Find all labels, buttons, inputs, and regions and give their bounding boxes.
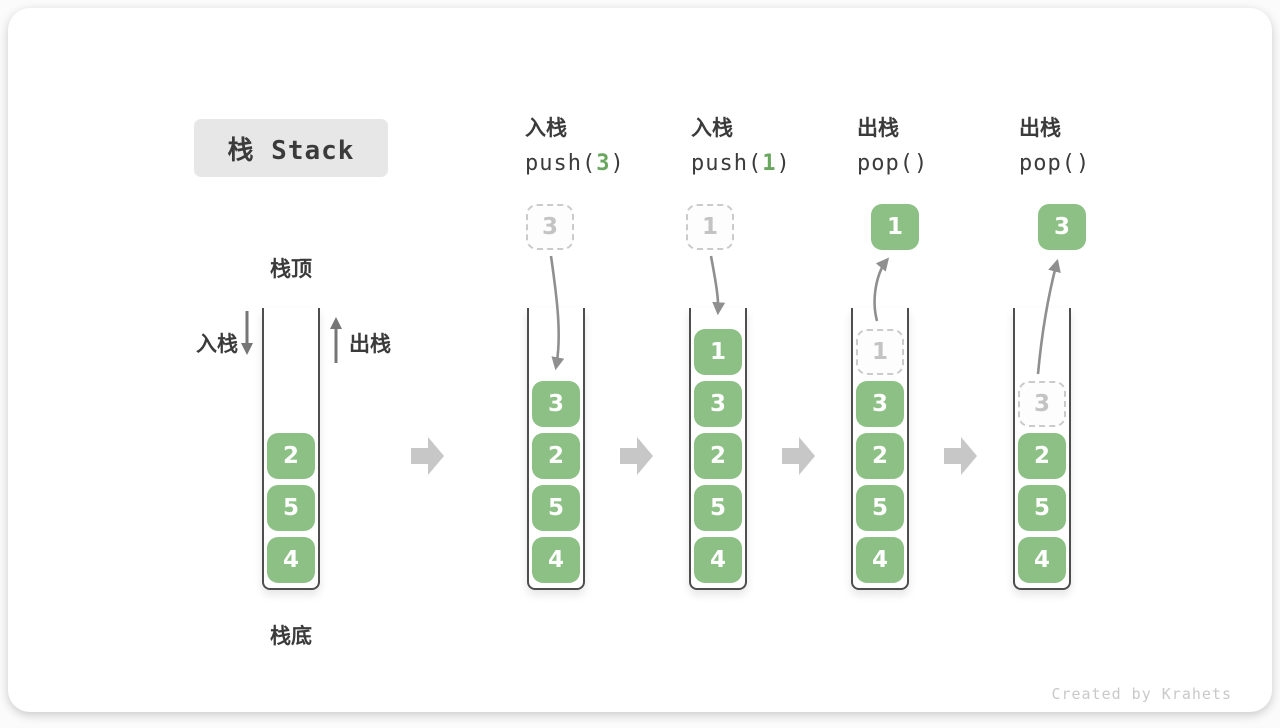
stack-cell: 3	[856, 381, 904, 427]
stack-cell: 3	[694, 381, 742, 427]
stack-cell: 5	[267, 485, 315, 531]
stack-cell: 2	[532, 433, 580, 479]
op-code-label: pop()	[857, 150, 1017, 178]
stack-container-after-push-1: 1 3 2 5 4	[689, 308, 747, 590]
op-label-push-3: 入栈 push(3)	[525, 114, 685, 178]
stack-cell-ghost: 1	[856, 329, 904, 375]
code-arg: 3	[596, 151, 611, 176]
title-text: 栈 Stack	[227, 135, 355, 166]
step-arrow-icon	[782, 437, 815, 475]
stack-cell: 2	[1018, 433, 1066, 479]
code-prefix: pop()	[1019, 151, 1091, 176]
op-code-label: push(1)	[691, 150, 851, 178]
stack-cell: 5	[532, 485, 580, 531]
stack-cell: 5	[856, 485, 904, 531]
stack-cell: 2	[267, 433, 315, 479]
pop-side-label: 出栈	[349, 332, 391, 356]
stack-container-after-pop-1: 1 3 2 5 4	[851, 308, 909, 590]
floating-cell-popped-3: 3	[1038, 204, 1086, 250]
code-suffix: )	[610, 151, 625, 176]
op-label-pop-second: 出栈 pop()	[1019, 114, 1179, 178]
stack-cell: 1	[694, 329, 742, 375]
stack-cell-ghost: 3	[1018, 381, 1066, 427]
stack-container-initial: 2 5 4	[262, 308, 320, 590]
op-code-label: pop()	[1019, 150, 1179, 178]
stack-top-label: 栈顶	[270, 257, 312, 281]
step-arrow-icon	[411, 437, 444, 475]
op-zh-label: 出栈	[857, 116, 899, 140]
stack-cell: 4	[694, 537, 742, 583]
op-code-label: push(3)	[525, 150, 685, 178]
stack-cell: 4	[1018, 537, 1066, 583]
stack-cell: 4	[267, 537, 315, 583]
code-suffix: )	[776, 151, 791, 176]
code-prefix: pop()	[857, 151, 929, 176]
stack-cell: 5	[694, 485, 742, 531]
op-zh-label: 出栈	[1019, 116, 1061, 140]
op-zh-label: 入栈	[691, 116, 733, 140]
op-label-push-1: 入栈 push(1)	[691, 114, 851, 178]
step-arrow-icon	[620, 437, 653, 475]
code-prefix: push(	[691, 151, 763, 176]
floating-cell-popped-1: 1	[871, 204, 919, 250]
stack-cell: 4	[532, 537, 580, 583]
credit-text: Created by Krahets	[1051, 685, 1232, 703]
step-arrow-icon	[944, 437, 977, 475]
code-arg: 1	[762, 151, 777, 176]
floating-cell-push-3: 3	[526, 204, 574, 250]
push-side-label: 入栈	[196, 332, 238, 356]
stack-cell: 5	[1018, 485, 1066, 531]
stack-bottom-label: 栈底	[270, 624, 312, 648]
stack-cell: 3	[532, 381, 580, 427]
title-badge: 栈 Stack	[194, 119, 388, 177]
stack-cell: 2	[856, 433, 904, 479]
op-zh-label: 入栈	[525, 116, 567, 140]
floating-cell-push-1: 1	[686, 204, 734, 250]
diagram-card: 栈 Stack 栈顶 栈底 入栈 出栈 入栈 push(3) 入栈 push(1…	[8, 8, 1272, 712]
stack-cell: 4	[856, 537, 904, 583]
op-label-pop-first: 出栈 pop()	[857, 114, 1017, 178]
push-curve-arrow-icon	[709, 255, 726, 316]
stack-cell: 2	[694, 433, 742, 479]
code-prefix: push(	[525, 151, 597, 176]
stack-container-after-push-3: 3 2 5 4	[527, 308, 585, 590]
stack-container-after-pop-3: 3 2 5 4	[1013, 308, 1071, 590]
